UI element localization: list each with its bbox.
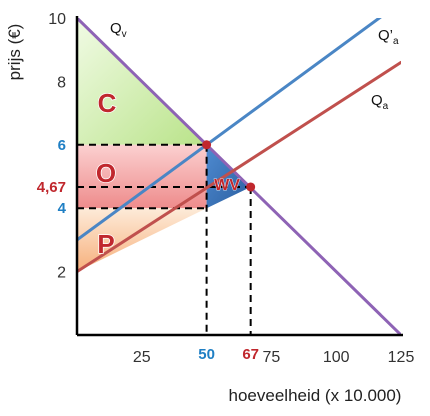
curves [77,18,401,335]
y-axis-title: prijs (€) [5,24,24,81]
curve-label-qa: Qa [371,92,389,112]
y-tick-label: 10 [48,11,66,28]
x-axis-title: hoeveelheid (x 10.000) [229,386,402,405]
region-p [77,208,207,272]
region-label-wv: WV [214,177,240,194]
y-key-tick-label: 4 [58,200,67,217]
region-label-c: C [98,88,117,118]
region-label-p: P [97,229,114,259]
region-label-o: O [96,158,116,188]
x-tick-label: 75 [263,349,281,366]
x-tick-label: 100 [323,349,350,366]
curve-label-qa: Q’a [378,27,399,47]
x-tick-label: 125 [388,349,415,366]
series-line-qa [77,60,401,274]
x-tick-label: 25 [133,349,151,366]
y-tick-label: 8 [57,74,66,91]
x-key-tick-label: 50 [198,346,215,363]
y-tick-label: 2 [57,265,66,282]
series-line-qa [77,18,382,242]
region-o [77,144,207,209]
tick-labels: 25 75 100 125 2 8 10 50 67 6 4,67 4 [37,11,415,366]
dashed-guides [77,143,252,335]
region-wv [206,144,251,209]
intersection-points [202,140,256,192]
curve-label-qv: Qv [110,20,127,40]
intersection-point [202,140,212,150]
chart-labels: C O P WV Qv Q’aQa [95,20,399,260]
y-key-tick-label: 6 [58,137,66,154]
axes [75,16,403,337]
y-key-tick-label: 4,67 [37,179,66,196]
x-key-tick-label: 67 [242,346,259,363]
intersection-point [246,182,256,192]
series-line-qv [77,18,401,335]
